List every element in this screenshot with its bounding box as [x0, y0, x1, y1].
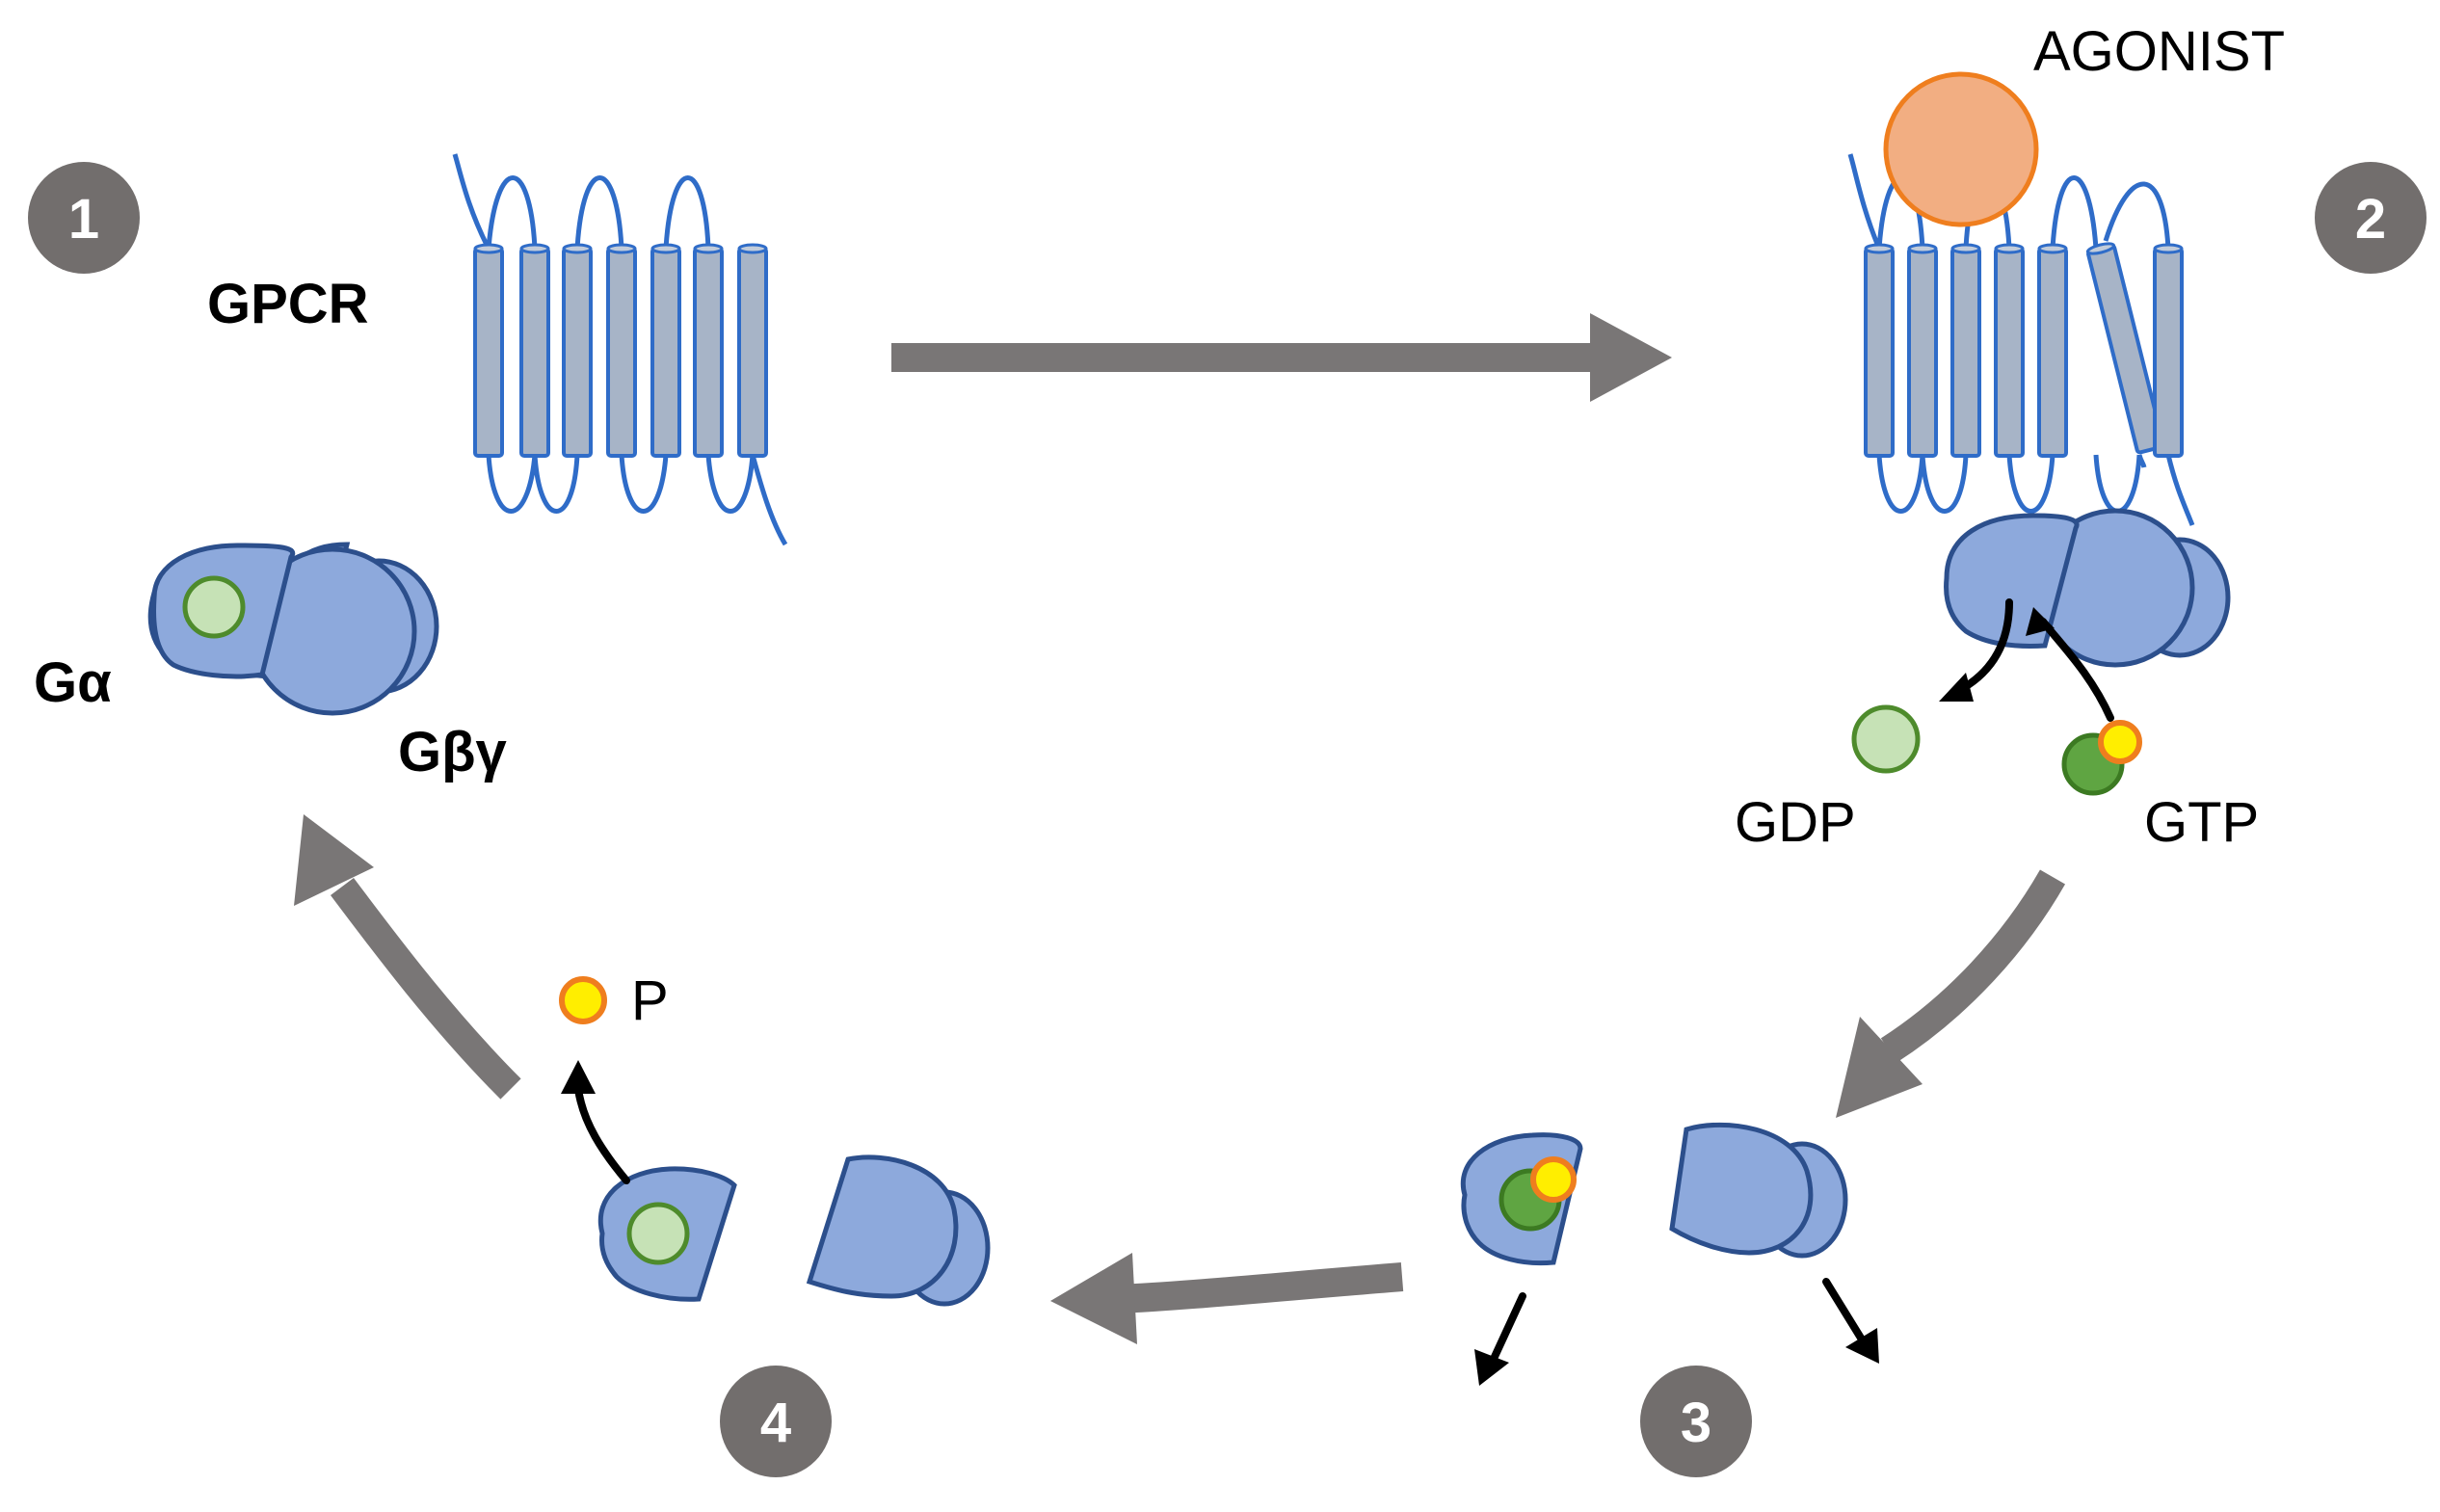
gtp-label: GTP [2144, 791, 2259, 854]
g-alpha-gtp-active [1460, 1132, 1583, 1266]
svg-text:1: 1 [68, 188, 99, 251]
cycle-arrow-4-to-1 [294, 814, 521, 1100]
g-beta-gamma-free-3 [1669, 1122, 1848, 1259]
svg-text:3: 3 [1681, 1392, 1711, 1454]
phosphate-release-arrow [561, 1060, 630, 1184]
gdp-label: GDP [1735, 791, 1856, 854]
gpcr-receptor-inactive [452, 153, 788, 546]
step-badge-1: 1 [28, 162, 140, 274]
agonist-label: AGONIST [2033, 20, 2285, 83]
gdp-bound-molecule [182, 575, 246, 639]
gpcr-label: GPCR [207, 273, 369, 335]
agonist-ligand [1883, 71, 2039, 227]
free-gtp [2061, 720, 2142, 796]
g-protein-docked [1944, 508, 2231, 668]
g-beta-gamma-label: Gβγ [398, 721, 508, 783]
phosphate-label: P [631, 969, 669, 1032]
g-alpha-gdp-inactive [597, 1166, 737, 1302]
gdp-release-arrow [1939, 598, 2013, 702]
g-beta-gamma-free-4 [806, 1154, 991, 1307]
svg-text:4: 4 [760, 1392, 791, 1454]
cycle-arrow-2-to-3 [1836, 869, 2066, 1118]
cycle-arrow-3-to-4 [1050, 1253, 1404, 1344]
gpcr-receptor-active [1847, 153, 2195, 526]
g-protein-heterotrimer [147, 542, 439, 716]
step-badge-4: 4 [720, 1366, 832, 1477]
svg-text:2: 2 [2355, 188, 2386, 251]
g-beta-gamma-effector-arrow [1822, 1278, 1879, 1364]
g-alpha-label: Gα [34, 651, 112, 714]
g-alpha-effector-arrow [1474, 1292, 1526, 1386]
free-gdp [1851, 704, 1921, 774]
step-badge-2: 2 [2315, 162, 2427, 274]
gtp-binding-arrow [2026, 607, 2114, 722]
step-badge-3: 3 [1640, 1366, 1752, 1477]
cycle-arrow-1-to-2 [891, 313, 1672, 402]
free-phosphate [559, 976, 607, 1024]
